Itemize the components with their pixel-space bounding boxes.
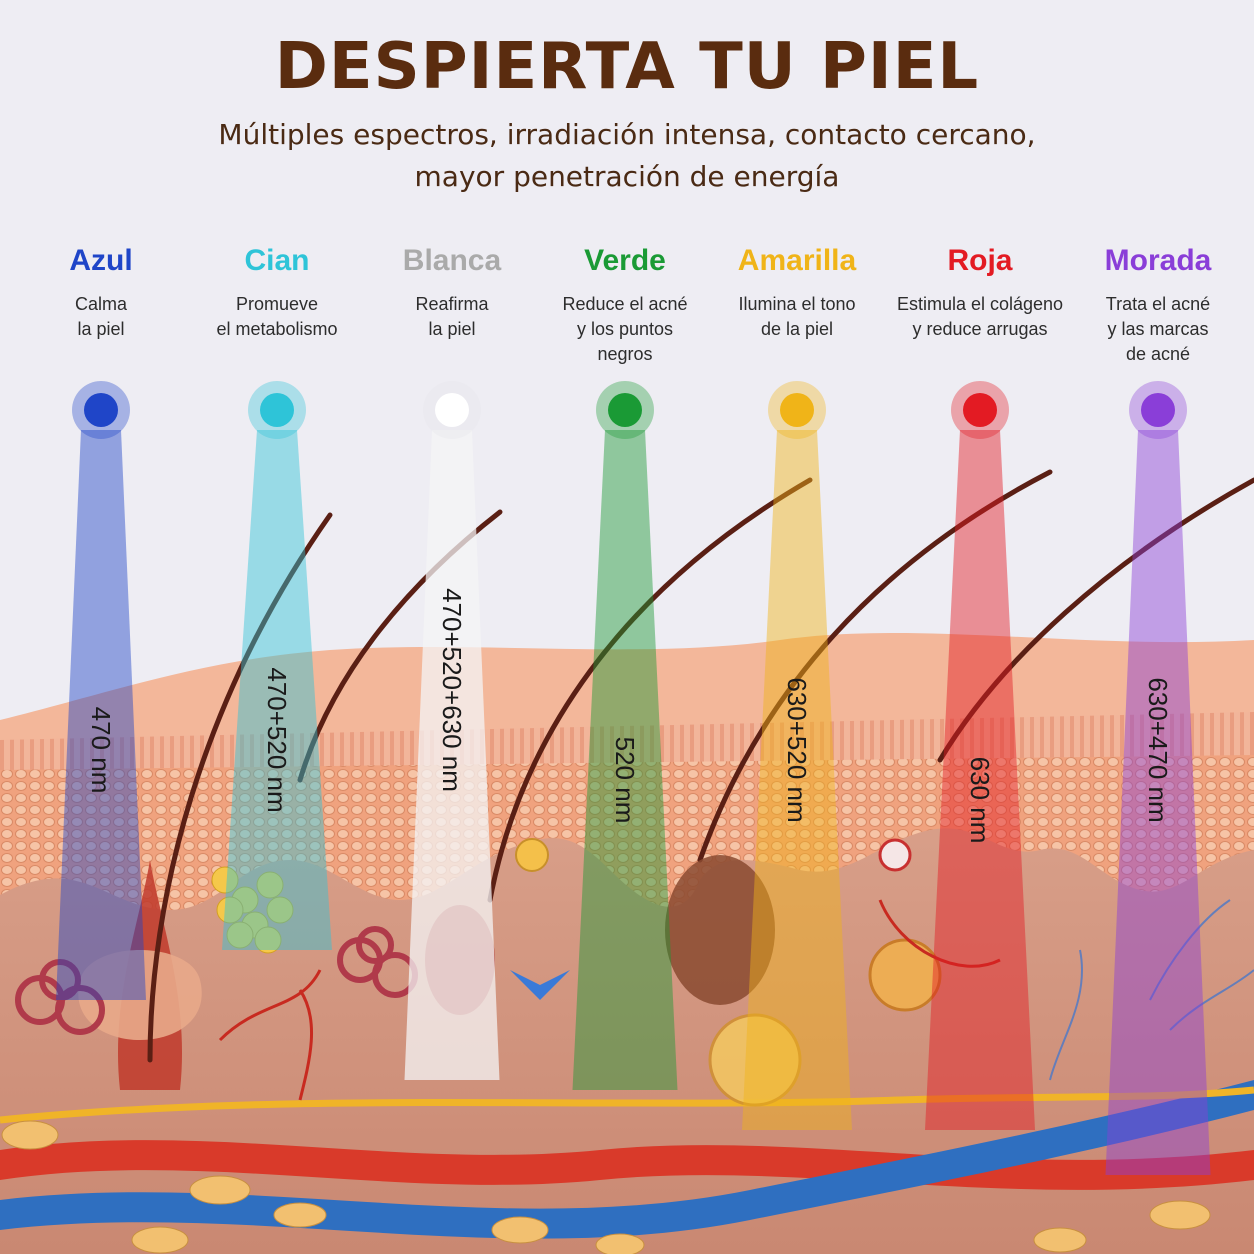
light-description-line: de la piel (760, 319, 834, 339)
wavelength-label-amarilla: 630+520 nm (782, 677, 812, 823)
page-title: DESPIERTA TU PIEL (274, 30, 980, 104)
light-dot-verde (608, 393, 642, 427)
light-name-azul: Azul (69, 244, 133, 277)
light-name-morada: Morada (1104, 244, 1212, 277)
light-dot-morada (1141, 393, 1175, 427)
wavelength-label-roja: 630 nm (965, 756, 995, 844)
beam-cian (222, 430, 332, 950)
light-description-line: y los puntos (576, 319, 674, 339)
light-dot-blanca (435, 393, 469, 427)
light-description-cian: Promueve el metabolismo (177, 292, 377, 342)
wavelength-label-azul: 470 nm (86, 706, 116, 794)
light-name-cian: Cian (244, 244, 310, 277)
light-description-morada: Trata el acné y las marcas de acné (1058, 292, 1254, 367)
beam-amarilla (742, 430, 852, 1130)
light-description-line: la piel (77, 319, 125, 339)
light-description-line: y las marcas (1107, 319, 1209, 339)
light-name-verde: Verde (584, 244, 666, 277)
light-description-verde: Reduce el acné y los puntos negros (525, 292, 725, 367)
beam-morada (1105, 430, 1211, 1175)
wavelength-label-morada: 630+470 nm (1143, 677, 1173, 823)
subtitle-line-1: Múltiples espectros, irradiación intensa… (218, 118, 1036, 151)
subtitle-line-2: mayor penetración de energía (414, 160, 840, 193)
wavelength-label-blanca: 470+520+630 nm (437, 588, 467, 792)
light-description-line: Reduce el acné (562, 294, 688, 314)
light-description-blanca: Reafirma la piel (352, 292, 552, 342)
light-dot-amarilla (780, 393, 814, 427)
light-dot-roja (963, 393, 997, 427)
light-description-line: y reduce arrugas (912, 319, 1048, 339)
page-subtitle: Múltiples espectros, irradiación intensa… (0, 114, 1254, 198)
light-description-line: el metabolismo (216, 319, 338, 339)
beam-azul (56, 430, 146, 1000)
light-description-line: de acné (1125, 344, 1191, 364)
light-description-line: Ilumina el tono (738, 294, 856, 314)
light-name-amarilla: Amarilla (737, 244, 857, 277)
light-description-line: Estimula el colágeno (896, 294, 1064, 314)
light-description-amarilla: Ilumina el tono de la piel (697, 292, 897, 342)
light-description-azul: Calma la piel (1, 292, 201, 342)
beam-verde (572, 430, 678, 1090)
light-description-line: negros (597, 344, 653, 364)
wavelength-label-verde: 520 nm (610, 736, 640, 824)
light-description-line: la piel (428, 319, 476, 339)
light-name-roja: Roja (947, 244, 1013, 277)
light-description-line: Promueve (235, 294, 319, 314)
light-description-line: Reafirma (415, 294, 489, 314)
beam-roja (925, 430, 1035, 1130)
light-name-blanca: Blanca (402, 244, 502, 277)
light-dot-cian (260, 393, 294, 427)
light-description-roja: Estimula el colágeno y reduce arrugas (880, 292, 1080, 342)
beam-blanca (404, 430, 500, 1080)
wavelength-label-cian: 470+520 nm (262, 667, 292, 813)
light-description-line: Trata el acné (1105, 294, 1211, 314)
light-dot-azul (84, 393, 118, 427)
light-description-line: Calma (74, 294, 127, 314)
